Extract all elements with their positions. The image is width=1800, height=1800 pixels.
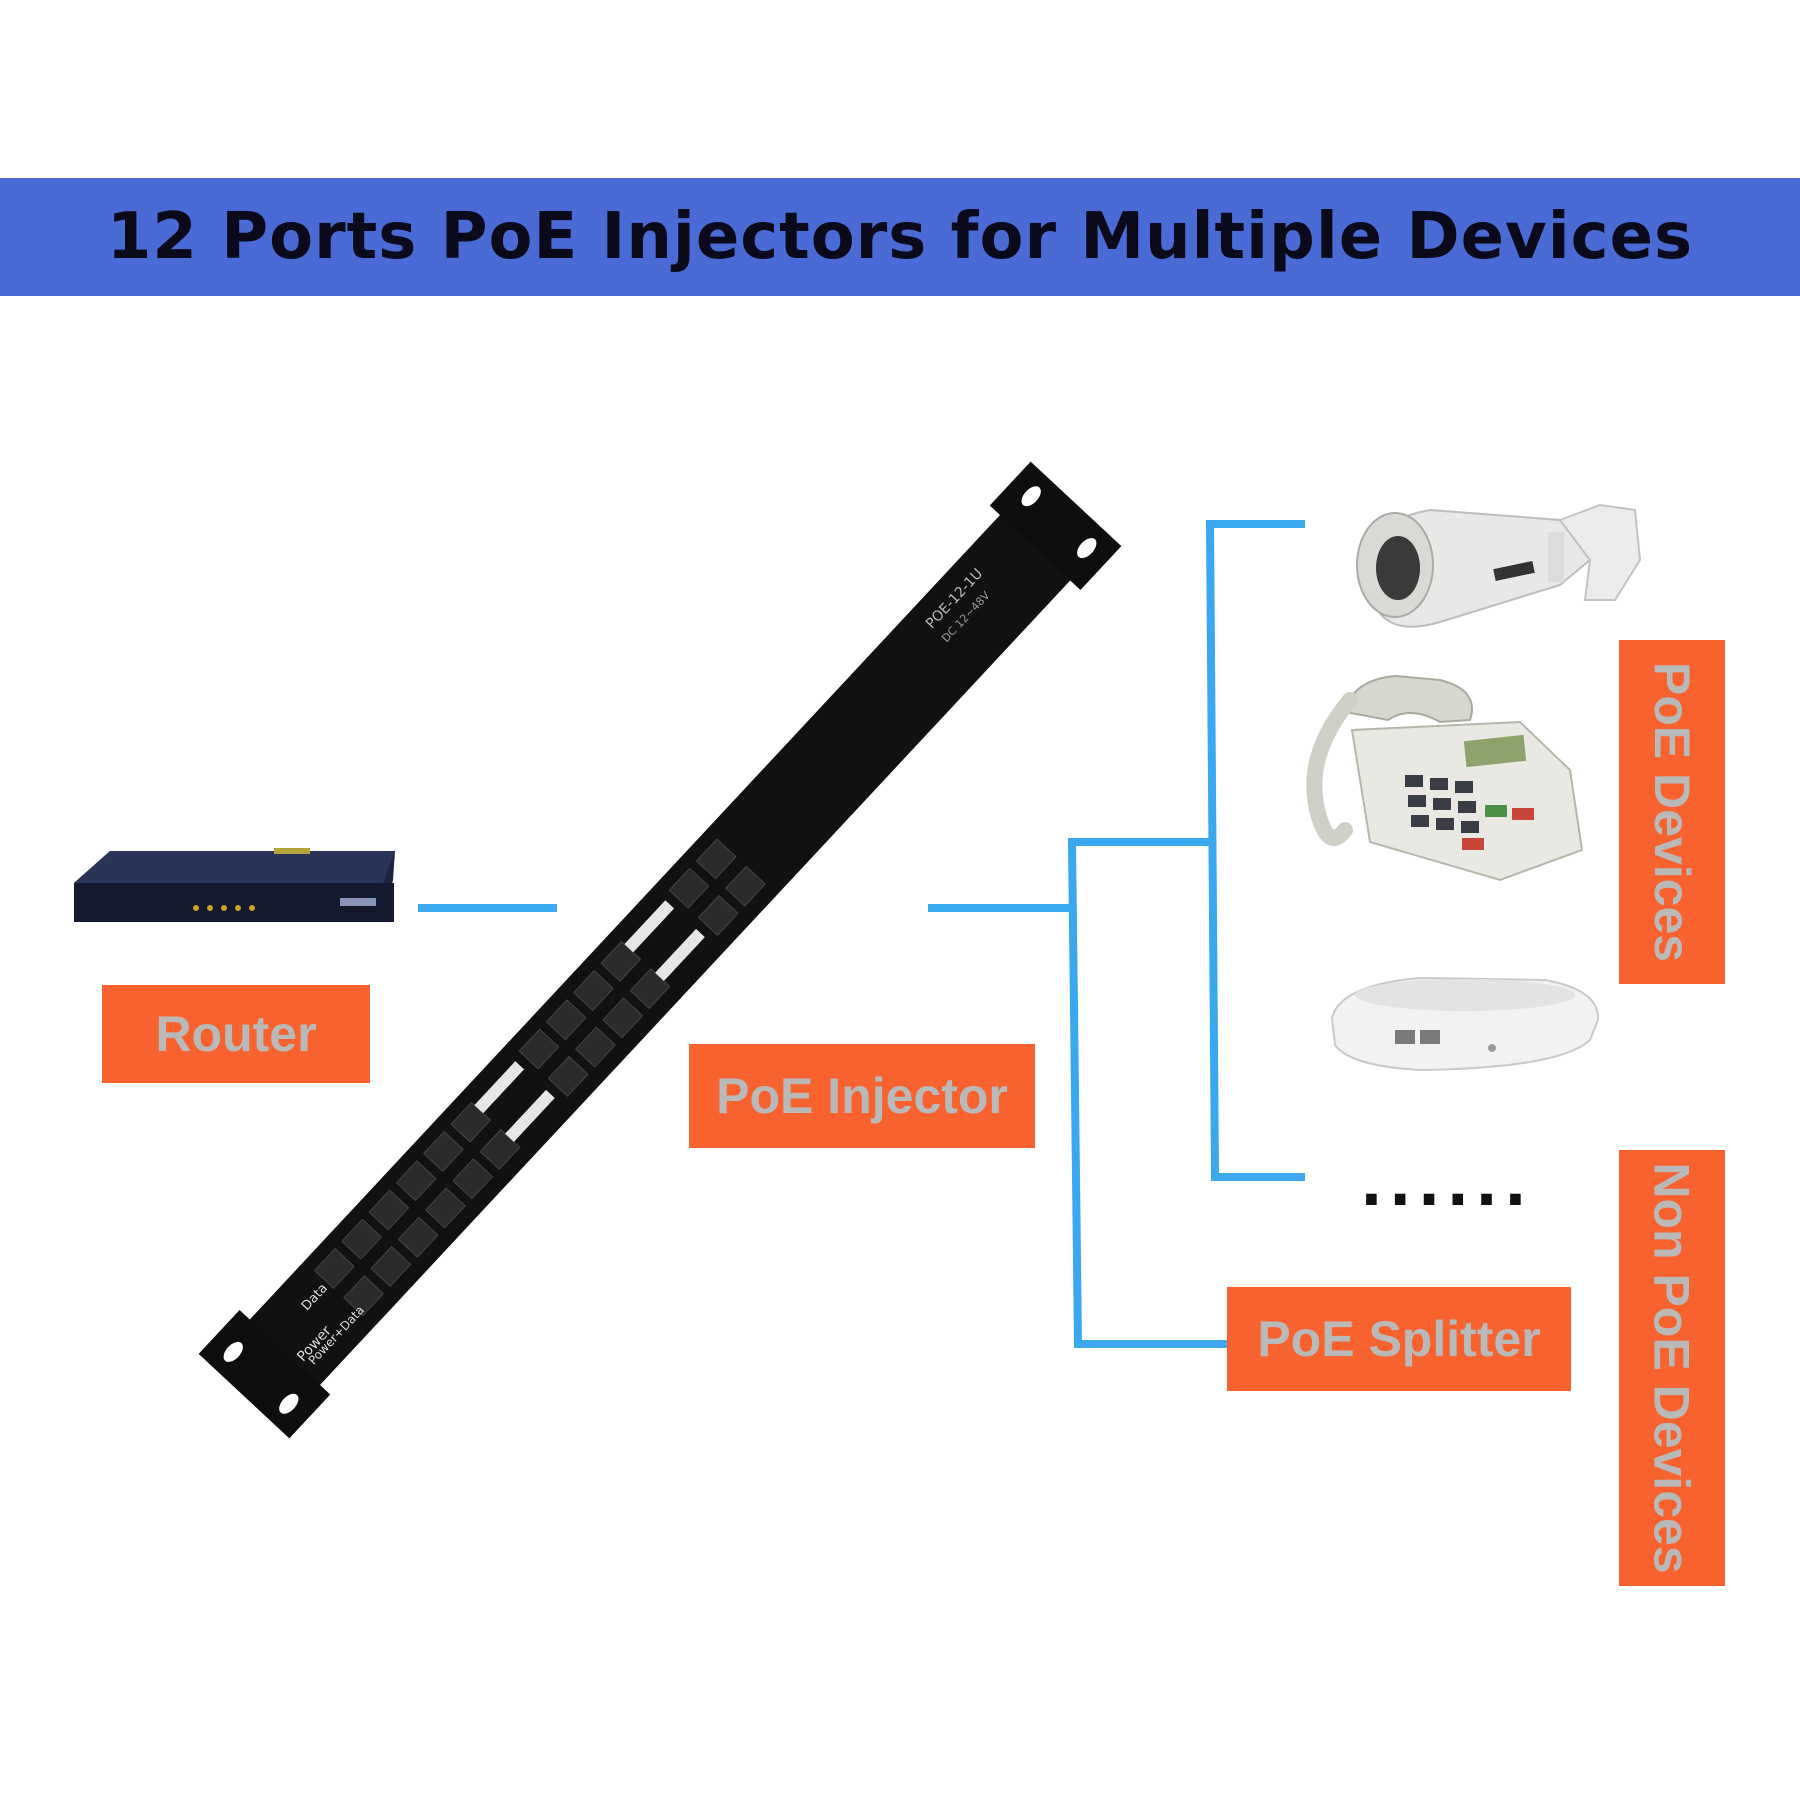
poe-injector-label-text: PoE Injector [716,1068,1008,1124]
poe-splitter-label-text: PoE Splitter [1257,1311,1541,1367]
poe-injector-label: PoE Injector [689,1044,1035,1148]
bullet-camera-icon [1356,503,1642,628]
connector-lines [418,520,1305,1348]
router-label: Router [102,985,370,1083]
router-device-icon [74,848,395,922]
rack-poe-injector-icon: Power Data Power+Data POE-12-1U DC 12~48… [198,461,1122,1439]
non-poe-devices-label-text: Non PoE Devices [1644,1162,1701,1574]
poe-devices-label-text: PoE Devices [1644,661,1701,963]
poe-devices-label: PoE Devices [1619,640,1725,984]
splitter-branch-line [1067,838,1227,1348]
poe-splitter-label: PoE Splitter [1227,1287,1571,1391]
non-poe-devices-label: Non PoE Devices [1619,1150,1725,1586]
more-devices-ellipsis: ...... [1360,1150,1533,1220]
wireless-access-point-icon [1330,976,1600,1072]
ip-phone-icon [1306,674,1584,882]
page-title: 12 Ports PoE Injectors for Multiple Devi… [106,200,1694,274]
title-banner: 12 Ports PoE Injectors for Multiple Devi… [0,178,1800,296]
poe-branch-line [1205,520,1305,1181]
router-label-text: Router [155,1006,317,1062]
